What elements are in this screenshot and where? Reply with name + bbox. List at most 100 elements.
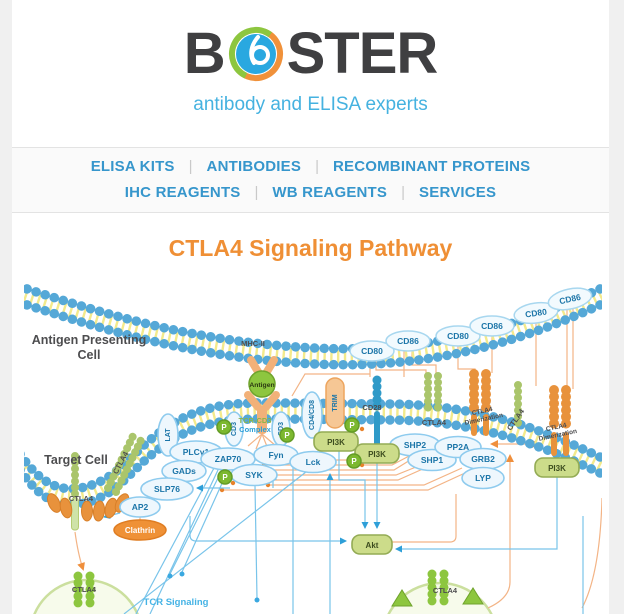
logo-blue-circle bbox=[235, 34, 276, 74]
node-slp76: SLP76 bbox=[140, 477, 194, 501]
cd28-label: CD28 bbox=[362, 403, 381, 412]
ligand-cd80-2: CD80 bbox=[435, 325, 481, 347]
target-cell-label: Target Cell bbox=[44, 453, 108, 467]
node-label: SYK bbox=[245, 470, 263, 480]
ligand-label: CD80 bbox=[447, 331, 469, 341]
p-label: P bbox=[351, 457, 357, 466]
tcr-complex-label: Complex bbox=[239, 425, 272, 434]
logo-swoosh-loop bbox=[249, 45, 270, 65]
nav-link-services[interactable]: SERVICES bbox=[419, 184, 497, 201]
node-label: PI3K bbox=[548, 464, 566, 473]
node-label: Fyn bbox=[268, 450, 283, 460]
nav-link-antibodies[interactable]: ANTIBODIES bbox=[206, 158, 302, 175]
cd28-receptor bbox=[372, 375, 382, 447]
main-nav: ELISA KITS | ANTIBODIES | RECOMBINANT PR… bbox=[12, 147, 609, 213]
logo-o-icon bbox=[228, 27, 283, 81]
page-title: CTLA4 Signaling Pathway bbox=[168, 234, 453, 261]
header: B STER antibody and ELISA experts bbox=[12, 0, 609, 147]
cd4-cd8-label: CD4/CD8 bbox=[309, 400, 316, 430]
ligand-label: CD80 bbox=[361, 346, 383, 356]
nav-row-2: IHC REAGENTS | WB REAGENTS | SERVICES bbox=[125, 180, 496, 206]
nav-row-1: ELISA KITS | ANTIBODIES | RECOMBINANT PR… bbox=[91, 154, 531, 180]
boster-logo[interactable]: B STER bbox=[12, 18, 609, 90]
trim-protein: TRIM bbox=[325, 377, 345, 429]
node-pi3k-1: PI3K bbox=[313, 431, 359, 452]
cd3-label: CD3 bbox=[231, 422, 238, 436]
node-label: GRB2 bbox=[471, 454, 495, 464]
node-label: Akt bbox=[366, 541, 379, 550]
inhibition-end bbox=[179, 571, 185, 577]
node-grb2: GRB2 bbox=[459, 447, 507, 471]
tcr-cd3-complex bbox=[244, 391, 280, 434]
node-label: PI3K bbox=[327, 438, 345, 447]
phospho-p: P bbox=[344, 417, 360, 433]
ctla4-label: CTLA4 bbox=[69, 494, 94, 503]
node-akt: Akt bbox=[351, 534, 393, 555]
p-label: P bbox=[349, 421, 355, 430]
membrane-protein-icon bbox=[391, 589, 413, 607]
logo-text-b: B bbox=[183, 21, 226, 86]
phospho-p: P bbox=[217, 469, 233, 485]
nav-link-elisa-kits[interactable]: ELISA KITS bbox=[90, 158, 175, 175]
ctla4-receptor-left-angled bbox=[104, 430, 146, 496]
membrane-protein-icon bbox=[462, 587, 484, 605]
nav-link-wb-reagents[interactable]: WB REAGENTS bbox=[272, 184, 388, 201]
apc-cell-label: Antigen Presenting bbox=[32, 333, 147, 347]
nav-separator: | bbox=[315, 158, 319, 175]
node-label: Clathrin bbox=[125, 526, 155, 535]
apc-cell-label: Cell bbox=[78, 348, 101, 362]
ctla4-internalization-arrow bbox=[74, 531, 85, 571]
cd3-label: CD3 bbox=[278, 422, 285, 436]
ligand-cd80-1: CD80 bbox=[349, 340, 395, 362]
inhibition-end bbox=[167, 573, 173, 579]
cd4-cd8-coreceptor: CD4/CD8 bbox=[301, 391, 323, 439]
node-ap2: AP2 bbox=[119, 496, 161, 518]
node-label: AP2 bbox=[132, 502, 149, 512]
node-label: SLP76 bbox=[154, 484, 180, 494]
node-label: LYP bbox=[475, 473, 491, 483]
antigen: Antigen bbox=[248, 370, 276, 398]
node-clathrin: Clathrin bbox=[113, 519, 167, 541]
lat-label: LAT bbox=[165, 428, 172, 442]
node-label: Lck bbox=[306, 457, 321, 467]
nav-link-recombinant-proteins[interactable]: RECOMBINANT PROTEINS bbox=[332, 158, 531, 175]
ligand-label: CD80 bbox=[525, 306, 548, 319]
endocytic-vesicles bbox=[33, 578, 493, 614]
tagline: antibody and ELISA experts bbox=[193, 94, 428, 115]
tcr-signaling-lines bbox=[103, 450, 584, 614]
node-label: SHP2 bbox=[404, 440, 426, 450]
ctla4-pathway-diagram: Antigen bbox=[24, 284, 602, 614]
content-card: B STER antibody and ELISA experts ELISA … bbox=[12, 0, 609, 614]
apc-membrane bbox=[24, 286, 602, 365]
dimer-label: CTLA4 bbox=[545, 422, 567, 433]
node-label: PI3K bbox=[368, 450, 386, 459]
ctla4-receptor-pair bbox=[424, 372, 442, 414]
ligand-cd86-2: CD86 bbox=[469, 315, 515, 337]
phospho-marks: P P P P P bbox=[216, 417, 362, 485]
antigen-label: Antigen bbox=[249, 382, 274, 389]
p-label: P bbox=[284, 431, 290, 440]
nav-separator: | bbox=[188, 158, 193, 175]
phospho-p: P bbox=[279, 427, 295, 443]
dimer-label: CTLA4 bbox=[471, 406, 493, 417]
ligand-label: CD86 bbox=[481, 321, 503, 331]
ligand-label: CD86 bbox=[397, 336, 419, 346]
ligand-cd86-3: CD86 bbox=[547, 287, 593, 311]
node-lyp: LYP bbox=[461, 466, 505, 490]
logo-text-ster: STER bbox=[286, 21, 439, 86]
ctla4-dimer-2 bbox=[549, 385, 571, 456]
node-label: PLCγ1 bbox=[183, 447, 210, 457]
ctla4-label: CTLA4 bbox=[422, 418, 447, 427]
ctla4-receptor-left-vertical bbox=[71, 452, 79, 531]
node-gads: GADs bbox=[161, 459, 207, 483]
ctla4-vesicle-label: CTLA4 bbox=[433, 586, 458, 595]
node-label: PP2A bbox=[447, 442, 469, 452]
trim-label: TRIM bbox=[332, 394, 339, 411]
node-pi3k-3: PI3K bbox=[534, 457, 580, 478]
inhibition-end bbox=[254, 597, 260, 603]
ctla4-vesicle-label: CTLA4 bbox=[72, 585, 97, 594]
nav-link-ihc-reagents[interactable]: IHC REAGENTS bbox=[124, 184, 241, 201]
tcr-complex-label: TCR-CD3 bbox=[239, 416, 272, 425]
lat-protein: LAT bbox=[157, 413, 179, 457]
